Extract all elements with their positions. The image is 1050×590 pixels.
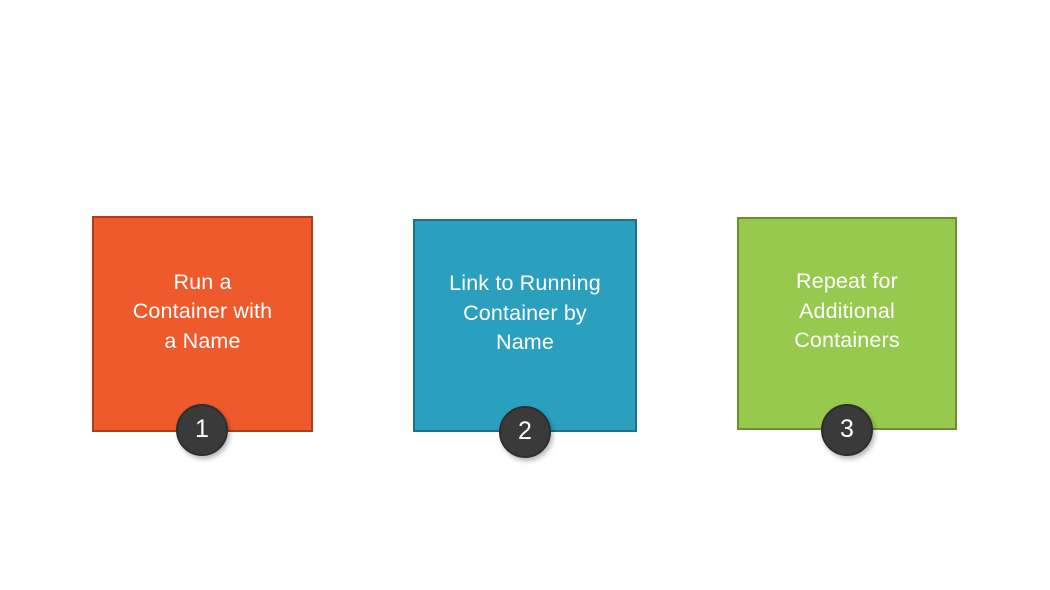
process-step-1[interactable]: Run a Container with a Name 1 [92,216,313,456]
step-2-box[interactable]: Link to Running Container by Name [413,219,637,432]
step-1-box[interactable]: Run a Container with a Name [92,216,313,432]
step-3-box[interactable]: Repeat for Additional Containers [737,217,957,430]
step-2-number-badge: 2 [499,406,551,458]
step-2-label: Link to Running Container by Name [449,271,601,355]
step-3-number: 3 [839,414,855,443]
step-3-number-badge: 3 [821,404,873,456]
process-step-3[interactable]: Repeat for Additional Containers 3 [737,217,957,456]
process-step-2[interactable]: Link to Running Container by Name 2 [413,219,637,458]
step-1-label: Run a Container with a Name [132,269,273,353]
step-2-number: 2 [517,416,533,445]
step-1-number-badge: 1 [176,404,228,456]
step-3-label: Repeat for Additional Containers [794,269,900,353]
step-1-number: 1 [194,414,210,443]
